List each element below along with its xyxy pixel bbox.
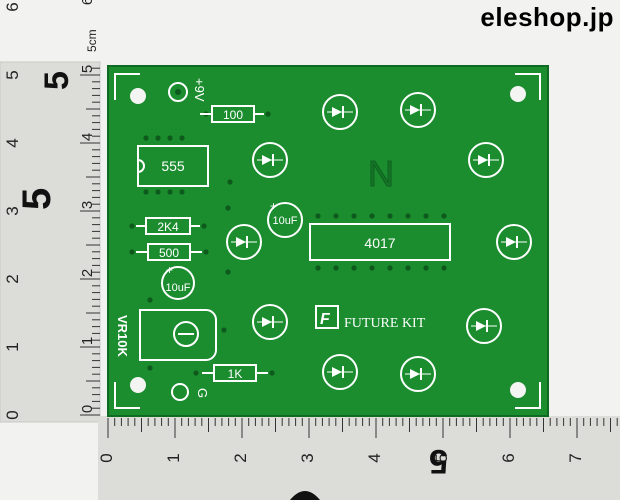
solder-pad	[143, 189, 149, 195]
r-500-label: 500	[159, 246, 179, 260]
led-footprint	[468, 142, 504, 178]
left-ruler: 0011223344556677 5 5	[0, 0, 101, 423]
led-footprint	[226, 224, 262, 260]
solder-pad	[333, 213, 339, 219]
ic-4017-label: 4017	[364, 235, 395, 251]
mount-hole	[130, 88, 146, 104]
svg-text:+: +	[166, 263, 173, 277]
led-footprint	[400, 92, 436, 128]
solder-pad	[225, 269, 231, 275]
solder-pad	[369, 265, 375, 271]
solder-pad	[351, 265, 357, 271]
solder-pad	[387, 265, 393, 271]
solder-pad	[155, 135, 161, 141]
solder-pad	[203, 249, 209, 255]
solder-pad	[441, 265, 447, 271]
bottom-ruler-number: 0	[97, 453, 116, 462]
left-ruler-inner-number: 5	[79, 65, 96, 73]
solder-pad	[129, 223, 135, 229]
solder-pad	[423, 265, 429, 271]
solder-pad	[315, 213, 321, 219]
left-ruler-top-five: 5	[38, 71, 76, 90]
mount-hole	[510, 86, 526, 102]
bottom-ruler-number: 1	[164, 453, 183, 462]
left-ruler-inner-number: 1	[79, 337, 96, 345]
solder-pad	[155, 189, 161, 195]
brand-label: FUTURE KIT	[344, 316, 426, 331]
solder-pad	[405, 213, 411, 219]
pot-label: VR10K	[115, 315, 130, 358]
r-2k4-label: 2K4	[157, 220, 179, 234]
bottom-ruler-number: 3	[298, 453, 317, 462]
watermark: eleshop.jp	[480, 2, 614, 32]
solder-pad	[333, 265, 339, 271]
pole-label: N	[368, 153, 394, 194]
left-ruler-inner-number: 3	[79, 201, 96, 209]
solder-pad	[387, 213, 393, 219]
solder-pad	[147, 365, 153, 371]
pcb-board: +9V 100 555 2K4 500 10uF +	[107, 65, 549, 417]
cap-1-label: 10uF	[272, 215, 297, 227]
r-100-label: 100	[223, 108, 243, 122]
led-footprint	[496, 224, 532, 260]
supply-label: +9V	[192, 78, 207, 102]
left-ruler-number: 1	[3, 342, 22, 351]
solder-pad	[167, 135, 173, 141]
solder-pad	[179, 135, 185, 141]
solder-pad	[143, 135, 149, 141]
solder-pad	[193, 370, 199, 376]
mount-hole	[510, 382, 526, 398]
left-ruler-number: 6	[3, 2, 22, 11]
svg-text:F: F	[320, 311, 331, 328]
bottom-ruler-number: 4	[365, 453, 384, 462]
left-ruler-number: 0	[3, 410, 22, 419]
left-ruler-number: 5	[3, 70, 22, 79]
ground-label: G	[195, 388, 210, 398]
led-footprint	[400, 356, 436, 392]
ic-555-label: 555	[161, 158, 185, 174]
cap-2-label: 10uF	[165, 282, 190, 294]
solder-pad	[147, 297, 153, 303]
left-ruler-big-five: 5	[15, 188, 59, 210]
bottom-ruler-number: 2	[231, 453, 250, 462]
left-ruler-number: 4	[3, 138, 22, 147]
bottom-ruler-number: 6	[499, 453, 518, 462]
solder-pad	[351, 213, 357, 219]
left-ruler-number: 3	[3, 206, 22, 215]
led-footprint	[252, 304, 288, 340]
led-footprint	[252, 142, 288, 178]
bottom-ruler-number: 5	[432, 453, 451, 462]
solder-pad	[221, 327, 227, 333]
solder-pad	[227, 179, 233, 185]
svg-text:+: +	[270, 199, 277, 213]
solder-pad	[129, 249, 135, 255]
solder-pad	[423, 213, 429, 219]
led-footprint	[466, 308, 502, 344]
solder-pad	[369, 213, 375, 219]
solder-pad	[269, 370, 275, 376]
mount-hole	[130, 377, 146, 393]
bottom-ruler-big-five: 5	[429, 442, 448, 480]
solder-pad	[265, 111, 271, 117]
solder-pad	[225, 205, 231, 211]
left-ruler-inner-number: 2	[79, 269, 96, 277]
bottom-ruler-number: 7	[566, 453, 585, 462]
left-ruler-inner-number: 0	[79, 405, 96, 413]
led-footprint	[322, 354, 358, 390]
left-ruler-inner-number: 6	[79, 0, 96, 5]
ruler-unit-label: 5cm	[85, 29, 99, 52]
solder-pad	[405, 265, 411, 271]
solder-pad	[179, 189, 185, 195]
left-ruler-number: 2	[3, 274, 22, 283]
solder-pad	[441, 213, 447, 219]
left-ruler-inner-number: 4	[79, 133, 96, 141]
r-1k-label: 1K	[228, 367, 243, 381]
solder-pad	[315, 265, 321, 271]
led-footprint	[322, 94, 358, 130]
solder-pad	[201, 223, 207, 229]
solder-pad	[167, 189, 173, 195]
